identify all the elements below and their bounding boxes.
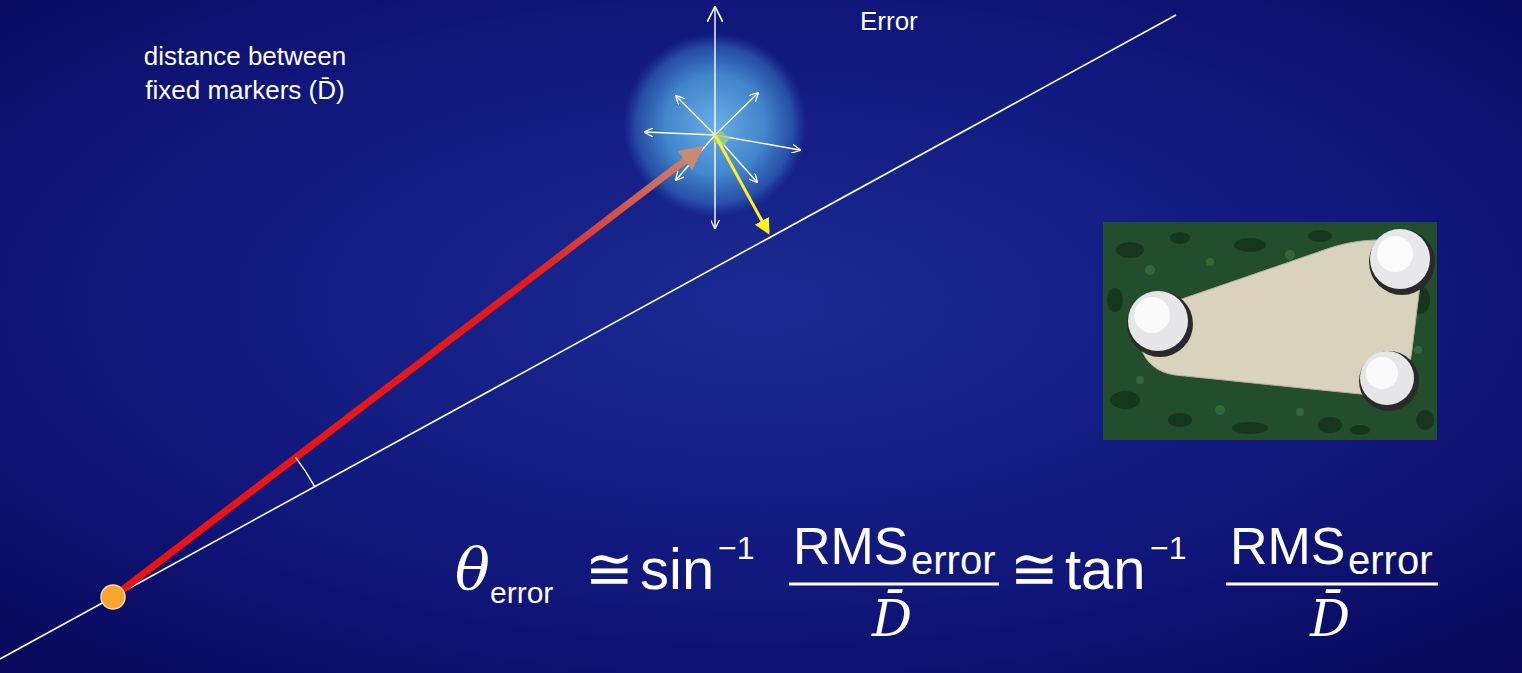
perpendicular-error-arrow [715,135,768,232]
numerator: RMS [1230,520,1346,572]
numerator: RMS [793,520,909,572]
denominator: D̄ [1310,594,1350,644]
denominator: D̄ [872,594,912,644]
function-name: tan [1065,540,1146,598]
function-name: sin [640,540,714,598]
fraction-bar [789,583,999,586]
subscript: error [490,578,553,608]
error-label: Error [860,8,918,34]
origin-marker [101,585,125,609]
subscript: error [911,540,995,580]
fraction-bar [1226,583,1438,586]
error-arrows [645,8,800,228]
reference-line [0,15,1176,659]
angle-arc [296,457,315,486]
distance-label: distance between fixed markers (D̄) [140,40,350,108]
theta-symbol: θ [455,540,490,598]
marker-photo [1103,222,1437,440]
superscript: −1 [718,532,754,564]
distance-arrow [113,149,700,597]
approx-sign: ≅ [1010,540,1059,598]
superscript: −1 [1150,532,1186,564]
approx-sign: ≅ [585,540,634,598]
subscript: error [1348,540,1432,580]
